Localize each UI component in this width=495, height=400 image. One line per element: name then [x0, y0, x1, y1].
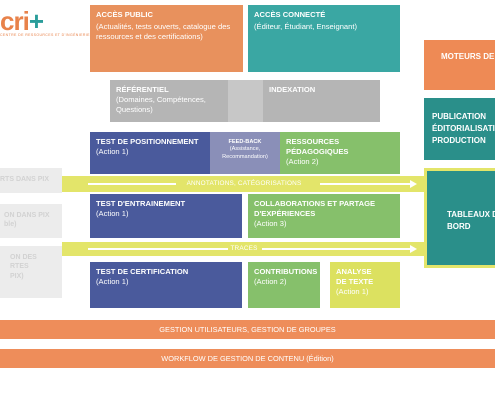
moteurs-label: MOTEURS DE RECHERCHE — [441, 52, 495, 61]
gestion-bar[interactable]: GESTION UTILISATEURS, GESTION DE GROUPES — [0, 320, 495, 339]
traces-arrow-left — [88, 248, 228, 250]
tableaux-label: TABLEAUX DE BORD — [447, 210, 495, 231]
referentiel-overlap — [228, 80, 263, 122]
feedback-title: FEED-BACK — [228, 139, 262, 145]
workflow-bar-label: WORKFLOW DE GESTION DE CONTENU (Édition) — [161, 354, 334, 363]
referentiel-box[interactable]: RÉFÉRENTIEL (Domaines, Compétences, Ques… — [110, 80, 228, 122]
analyse-body: (Action 1) — [336, 286, 369, 296]
positionnement-title: TEST DE POSITIONNEMENT — [96, 137, 199, 146]
annotations-arrow-left — [88, 183, 176, 185]
annotations-arrow-right — [320, 183, 412, 185]
traces-band-label: TRACES — [230, 245, 258, 252]
pix-box-2[interactable]: ON DANS PIX ble) — [0, 204, 62, 238]
entrainement-box[interactable]: TEST D'ENTRAINEMENT (Action 1) — [90, 194, 242, 238]
collaborations-body: (Action 3) — [254, 218, 287, 228]
contributions-box[interactable]: CONTRIBUTIONS (Action 2) — [248, 262, 320, 308]
pix-box-3-line1: ON DES — [10, 254, 37, 261]
contributions-body: (Action 2) — [254, 276, 287, 286]
traces-band: TRACES — [62, 242, 426, 256]
logo: cri+ — [0, 6, 44, 37]
positionnement-box[interactable]: TEST DE POSITIONNEMENT (Action 1) — [90, 132, 210, 174]
pix-box-2-line1: ON DANS PIX — [4, 212, 50, 219]
indexation-title: INDEXATION — [269, 85, 316, 94]
feedback-body: (Assistance, Recommandation) — [222, 146, 268, 160]
collaborations-title: COLLABORATIONS ET PARTAGE D'EXPÉRIENCES — [254, 199, 376, 218]
collaborations-box[interactable]: COLLABORATIONS ET PARTAGE D'EXPÉRIENCES … — [248, 194, 400, 238]
connected-access-body: (Éditeur, Étudiant, Enseignant) — [254, 21, 358, 31]
pix-box-1-label: RTS DANS PIX — [0, 176, 50, 183]
pix-box-1[interactable]: RTS DANS PIX — [0, 168, 62, 193]
feedback-box[interactable]: FEED-BACK (Assistance, Recommandation) — [210, 132, 280, 174]
positionnement-body: (Action 1) — [96, 146, 129, 156]
certification-body: (Action 1) — [96, 276, 129, 286]
annotations-band-label: ANNOTATIONS, CATÉGORISATIONS — [186, 180, 302, 187]
pix-box-3-line3: PIX) — [10, 272, 24, 280]
logo-text: cri — [0, 6, 30, 36]
public-access-body: (Actualités, tests ouverts, catalogue de… — [96, 21, 231, 41]
pix-box-2-line2: ble) — [4, 221, 17, 229]
traces-arrow-right — [262, 248, 412, 250]
gestion-bar-label: GESTION UTILISATEURS, GESTION DE GROUPES — [159, 325, 336, 334]
pix-box-3-line2: RTES — [10, 263, 29, 271]
analyse-box[interactable]: ANALYSE DE TEXTE (Action 1) — [330, 262, 400, 308]
public-access-title: ACCÈS PUBLIC — [96, 10, 153, 19]
certification-box[interactable]: TEST DE CERTIFICATION (Action 1) — [90, 262, 242, 308]
contributions-title: CONTRIBUTIONS — [254, 267, 318, 276]
traces-arrow-head — [410, 245, 417, 253]
annotations-arrow-head — [410, 180, 417, 188]
pix-box-3[interactable]: ON DES RTES PIX) — [0, 246, 62, 298]
tableaux-box[interactable]: TABLEAUX DE BORD — [424, 168, 495, 268]
publication-label: PUBLICATION ÉDITORIALISATION PRODUCTION — [432, 112, 495, 145]
ressources-box[interactable]: RESSOURCES PÉDAGOGIQUES (Action 2) — [280, 132, 400, 174]
entrainement-body: (Action 1) — [96, 208, 129, 218]
ressources-body: (Action 2) — [286, 156, 319, 166]
connected-access-title: ACCÈS CONNECTÉ — [254, 10, 326, 19]
analyse-title: ANALYSE DE TEXTE — [336, 267, 374, 286]
entrainement-title: TEST D'ENTRAINEMENT — [96, 199, 186, 208]
ressources-title: RESSOURCES PÉDAGOGIQUES — [286, 137, 349, 156]
public-access-box[interactable]: ACCÈS PUBLIC (Actualités, tests ouverts,… — [90, 5, 243, 72]
referentiel-body: (Domaines, Compétences, Questions) — [116, 94, 206, 114]
moteurs-box[interactable]: MOTEURS DE RECHERCHE — [424, 40, 495, 90]
logo-plus: + — [28, 6, 44, 36]
referentiel-title: RÉFÉRENTIEL — [116, 85, 169, 94]
indexation-box[interactable]: INDEXATION — [263, 80, 380, 122]
annotations-band: ANNOTATIONS, CATÉGORISATIONS — [62, 176, 426, 192]
logo-tagline: CENTRE DE RESSOURCES ET D'INGÉNIERIE · F… — [0, 33, 119, 37]
publication-box[interactable]: PUBLICATION ÉDITORIALISATION PRODUCTION — [424, 98, 495, 160]
certification-title: TEST DE CERTIFICATION — [96, 267, 189, 276]
connected-access-box[interactable]: ACCÈS CONNECTÉ (Éditeur, Étudiant, Ensei… — [248, 5, 400, 72]
workflow-bar[interactable]: WORKFLOW DE GESTION DE CONTENU (Édition) — [0, 349, 495, 368]
